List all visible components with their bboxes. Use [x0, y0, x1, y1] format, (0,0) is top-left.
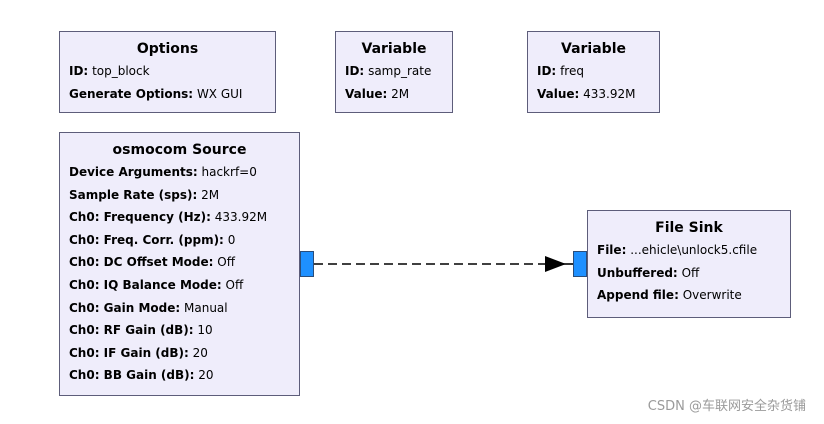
param-key: ID: — [69, 64, 89, 78]
param-row: ID: top_block — [69, 60, 266, 83]
param-row: File: ...ehicle\unlock5.cfile — [597, 239, 781, 262]
block-title: Variable — [561, 41, 626, 57]
param-value: Overwrite — [682, 288, 742, 303]
param-key: ID: — [345, 64, 365, 78]
param-value: 10 — [197, 323, 213, 338]
param-key: Ch0: IQ Balance Mode: — [69, 277, 222, 292]
param-key: Ch0: DC Offset Mode: — [69, 255, 214, 270]
watermark: CSDN @车联网安全杂货铺 — [647, 399, 806, 414]
block-title: Variable — [361, 41, 427, 57]
param-key: Generate Options: — [69, 86, 194, 101]
param-key: Value: — [537, 86, 580, 101]
osmocom-source-block[interactable]: osmocom Source Device Arguments: hackrf=… — [59, 132, 300, 396]
param-value: samp_rate — [368, 64, 432, 78]
param-key: Ch0: RF Gain (dB): — [69, 323, 194, 338]
param-row: Ch0: IQ Balance Mode: Off — [69, 274, 290, 297]
arrow-head-icon — [545, 256, 566, 272]
block-title: osmocom Source — [112, 142, 247, 158]
param-key: Ch0: BB Gain (dB): — [69, 368, 195, 383]
param-key: Device Arguments: — [69, 165, 198, 179]
param-value: 433.92M — [583, 86, 636, 101]
param-row: Ch0: Freq. Corr. (ppm): 0 — [69, 229, 290, 252]
param-row: Ch0: BB Gain (dB): 20 — [69, 364, 290, 387]
param-value: Off — [217, 255, 235, 270]
param-row: Sample Rate (sps): 2M — [69, 184, 290, 207]
param-value: 2M — [391, 86, 410, 101]
param-value: 2M — [201, 187, 220, 202]
param-row: Generate Options: WX GUI — [69, 83, 266, 106]
param-value: Manual — [184, 300, 228, 315]
param-row: Unbuffered: Off — [597, 262, 781, 285]
param-key: Ch0: IF Gain (dB): — [69, 345, 189, 360]
block-title: Options — [136, 41, 199, 57]
param-row: ID: samp_rate — [345, 60, 443, 83]
param-key: File: — [597, 243, 627, 257]
param-value: 433.92M — [214, 210, 268, 225]
param-key: Sample Rate (sps): — [69, 187, 198, 202]
sink-input-port[interactable] — [573, 251, 587, 277]
param-value: freq — [560, 64, 584, 78]
param-value: 20 — [198, 368, 214, 383]
param-value: Off — [225, 277, 244, 292]
block-title: File Sink — [655, 220, 723, 236]
variable-freq-block[interactable]: Variable ID: freq Value: 433.92M — [527, 31, 660, 113]
param-row: Append file: Overwrite — [597, 284, 781, 307]
source-output-port[interactable] — [300, 251, 314, 277]
param-row: Ch0: Frequency (Hz): 433.92M — [69, 206, 290, 229]
param-row: Value: 2M — [345, 83, 443, 106]
param-value: WX GUI — [196, 86, 243, 101]
variable-samp-rate-block[interactable]: Variable ID: samp_rate Value: 2M — [335, 31, 453, 113]
param-value: Off — [681, 265, 700, 280]
param-key: Unbuffered: — [597, 265, 678, 280]
param-key: Append file: — [597, 288, 679, 303]
param-key: Ch0: Gain Mode: — [69, 300, 181, 315]
param-row: Ch0: Gain Mode: Manual — [69, 297, 290, 320]
file-sink-block[interactable]: File Sink File: ...ehicle\unlock5.cfile … — [587, 210, 791, 318]
param-value: 20 — [192, 345, 208, 360]
param-value: ...ehicle\unlock5.cfile — [630, 243, 758, 257]
param-value: 0 — [227, 232, 236, 247]
param-key: Ch0: Freq. Corr. (ppm): — [69, 232, 224, 247]
options-block[interactable]: Options ID: top_block Generate Options: … — [59, 31, 276, 113]
param-row: Ch0: RF Gain (dB): 10 — [69, 319, 290, 342]
param-key: ID: — [537, 64, 557, 78]
param-row: Value: 433.92M — [537, 83, 650, 106]
param-value: top_block — [92, 64, 150, 78]
param-key: Ch0: Frequency (Hz): — [69, 210, 211, 225]
param-value: hackrf=0 — [201, 165, 257, 179]
param-row: Ch0: DC Offset Mode: Off — [69, 251, 290, 274]
param-row: Ch0: IF Gain (dB): 20 — [69, 342, 290, 365]
param-row: Device Arguments: hackrf=0 — [69, 161, 290, 184]
param-key: Value: — [345, 86, 388, 101]
param-row: ID: freq — [537, 60, 650, 83]
